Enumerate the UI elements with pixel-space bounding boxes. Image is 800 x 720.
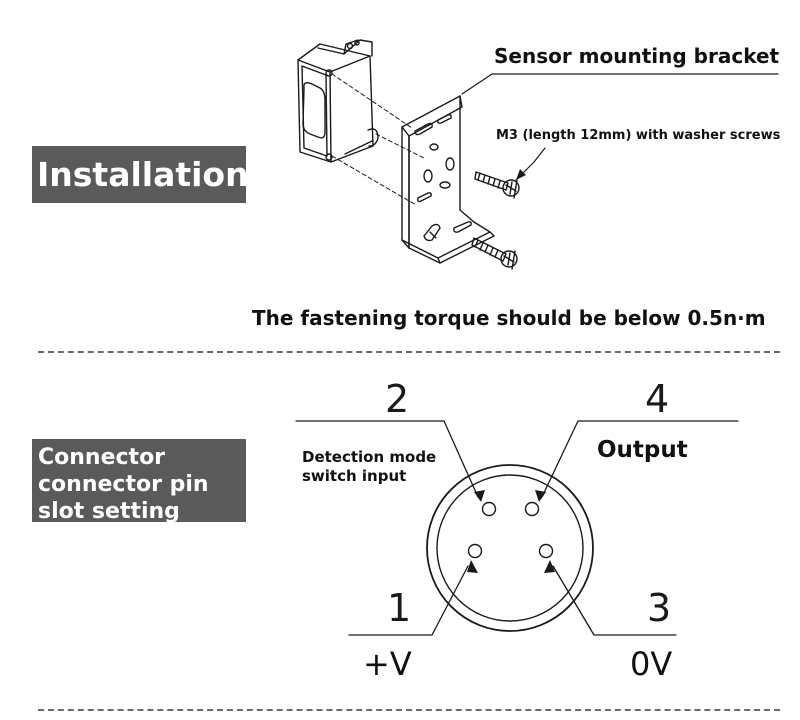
screw-upper-illustration xyxy=(474,171,520,199)
section-divider-bottom xyxy=(38,709,780,711)
pin-2-leader-line xyxy=(295,420,479,498)
bracket-label: Sensor mounting bracket xyxy=(494,44,780,68)
bracket-callout-line xyxy=(461,73,779,95)
pin-3-leader-line xyxy=(552,565,677,636)
installation-section-title: Installation xyxy=(32,146,249,203)
connector-pin-holes xyxy=(467,501,554,559)
screw-lower-illustration xyxy=(471,237,518,270)
pin-1-leader-line xyxy=(348,565,469,636)
pin-4-leader-line xyxy=(541,420,739,498)
pin-2-function-label: Detection mode switch input xyxy=(302,448,436,486)
pin-4-number: 4 xyxy=(645,377,670,421)
pin-2-function-line-2: switch input xyxy=(302,467,407,485)
sensor-body-illustration xyxy=(297,39,379,163)
pin-1-signal-label: +V xyxy=(363,645,412,683)
connector-face-illustration xyxy=(426,464,594,632)
pin-3-number: 3 xyxy=(647,586,672,630)
connector-title-line-2: connector pin xyxy=(38,472,209,497)
connector-section-title: Connector connector pin slot setting xyxy=(32,439,246,522)
mounting-bracket-illustration xyxy=(401,95,495,264)
pin-2-number: 2 xyxy=(385,377,410,421)
pin-2-function-line-1: Detection mode xyxy=(302,448,437,466)
torque-note: The fastening torque should be below 0.5… xyxy=(252,306,766,330)
connector-title-line-1: Connector xyxy=(38,445,166,470)
section-divider-top xyxy=(38,351,780,353)
pin-3-signal-label: 0V xyxy=(630,645,673,683)
pin-1-number: 1 xyxy=(387,586,412,630)
screw-label: M3 (length 12mm) with washer screws xyxy=(496,128,781,143)
pin-4-function-label: Output xyxy=(597,437,688,463)
connector-title-line-3: slot setting xyxy=(38,499,180,522)
